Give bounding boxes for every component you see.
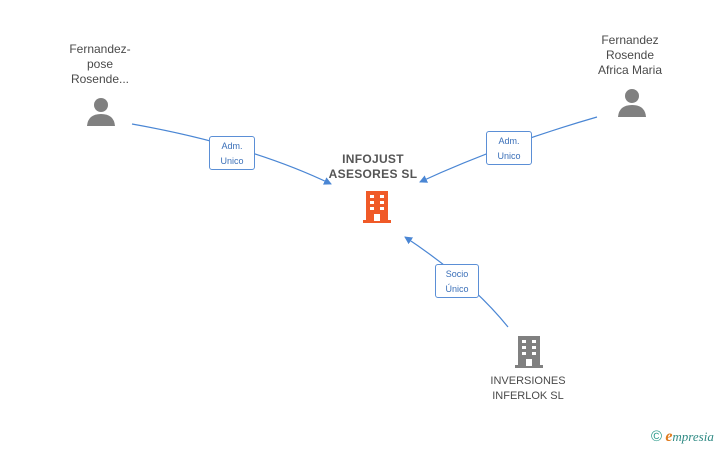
relation-bottom-socio-unico[interactable]: Socio Único bbox=[435, 264, 479, 298]
person-right-label[interactable]: Fernandez Rosende Africa Maria bbox=[597, 33, 662, 77]
person-icon[interactable] bbox=[86, 96, 116, 126]
copyright-symbol: © bbox=[651, 428, 663, 445]
building-icon[interactable] bbox=[361, 190, 393, 224]
company-center-label[interactable]: INFOJUST ASESORES SL bbox=[328, 152, 418, 181]
building-icon[interactable] bbox=[513, 335, 545, 369]
brand-name: mpresia bbox=[672, 429, 714, 444]
company-bottom-label[interactable]: INVERSIONES INFERLOK SL bbox=[490, 375, 566, 402]
person-icon[interactable] bbox=[617, 87, 647, 117]
brand-initial: e bbox=[665, 428, 673, 445]
relation-left-adm-unico[interactable]: Adm. Unico bbox=[209, 136, 255, 170]
relation-right-adm-unico[interactable]: Adm. Unico bbox=[486, 131, 532, 165]
person-left-label[interactable]: Fernandez- pose Rosende... bbox=[69, 42, 131, 86]
empresia-logo[interactable]: © empresia bbox=[651, 428, 714, 448]
